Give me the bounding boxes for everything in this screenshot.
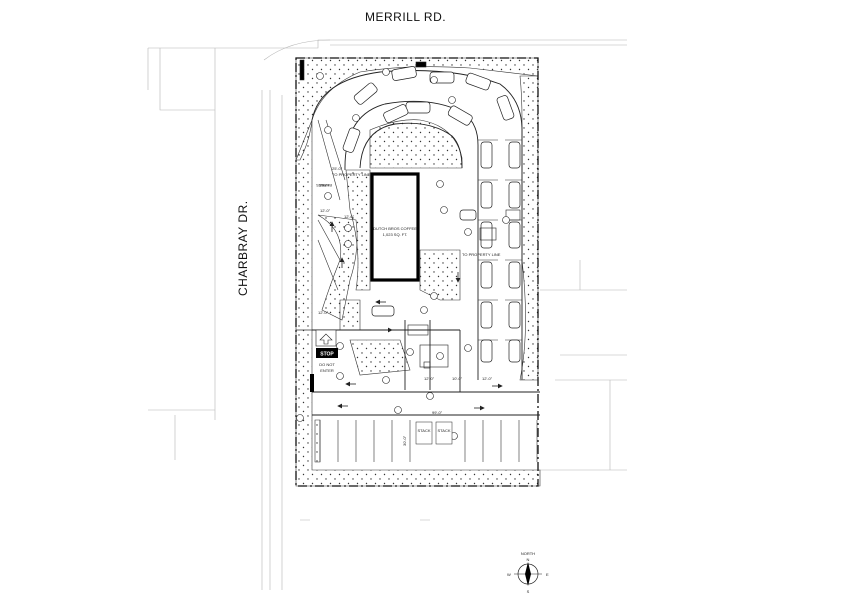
building: DUTCH BROS COFFEE 1,023 SQ. FT.	[370, 172, 420, 282]
compass-e: E	[546, 572, 549, 577]
signage: STOP DO NOT ENTER BYPASS LANE STACK STAC…	[310, 183, 453, 445]
stop-bar	[316, 348, 338, 358]
exit-stop-bar	[310, 374, 314, 392]
building-area: 1,023 SQ. FT.	[383, 232, 408, 237]
dimension-south-2: 10'-0"	[452, 376, 463, 381]
stack-label-2: STACK	[437, 428, 450, 433]
bypass-lane-label: BYPASS	[316, 183, 332, 188]
enter-label: ENTER	[320, 368, 334, 373]
dimension-west-3: 12'-0"	[318, 310, 329, 315]
site-equipment	[299, 59, 521, 369]
building-footprint	[370, 172, 420, 282]
dimension-west-2: 12'-0"	[344, 214, 355, 219]
compass-w: W	[507, 572, 511, 577]
compass-n: N	[527, 557, 530, 562]
dimension-south-3: 12'-0"	[482, 376, 493, 381]
compass-north-label: NORTH	[521, 551, 535, 556]
compass-s: S	[527, 589, 530, 594]
dimension-labels: 25'-0" TO PROPERTY LINE 12'-0" 12'-0" 12…	[318, 166, 501, 446]
dimension-west-1: 12'-0"	[320, 208, 331, 213]
property-line-label-west: TO PROPERTY LINE	[332, 172, 371, 177]
dimension-south-4: 99'-0"	[432, 410, 443, 415]
dimension-stall-depth: 30'-0"	[402, 435, 407, 446]
stack-label-1: STACK	[417, 428, 430, 433]
keynote-callouts	[296, 68, 510, 440]
street-label-charbray: CHARBRAY DR.	[236, 200, 250, 296]
dimension-setback-north: 25'-0"	[332, 166, 343, 171]
traffic-arrows	[329, 221, 503, 411]
property-line	[295, 57, 539, 487]
dimension-south-1: 12'-0"	[424, 376, 435, 381]
lane-label: LANE	[318, 183, 329, 188]
north-arrow: NORTH N S E W	[507, 551, 549, 594]
street-label-merrill: MERRILL RD.	[365, 10, 447, 24]
building-name: DUTCH BROS COFFEE	[373, 226, 417, 231]
stack-box-2	[435, 421, 453, 445]
stop-label: STOP	[320, 352, 334, 358]
property-line-label-east: TO PROPERTY LINE	[462, 252, 501, 257]
stack-box-1	[415, 421, 433, 445]
do-not-label: DO NOT	[319, 362, 335, 367]
vehicles	[342, 66, 521, 363]
context-lines	[147, 39, 627, 590]
